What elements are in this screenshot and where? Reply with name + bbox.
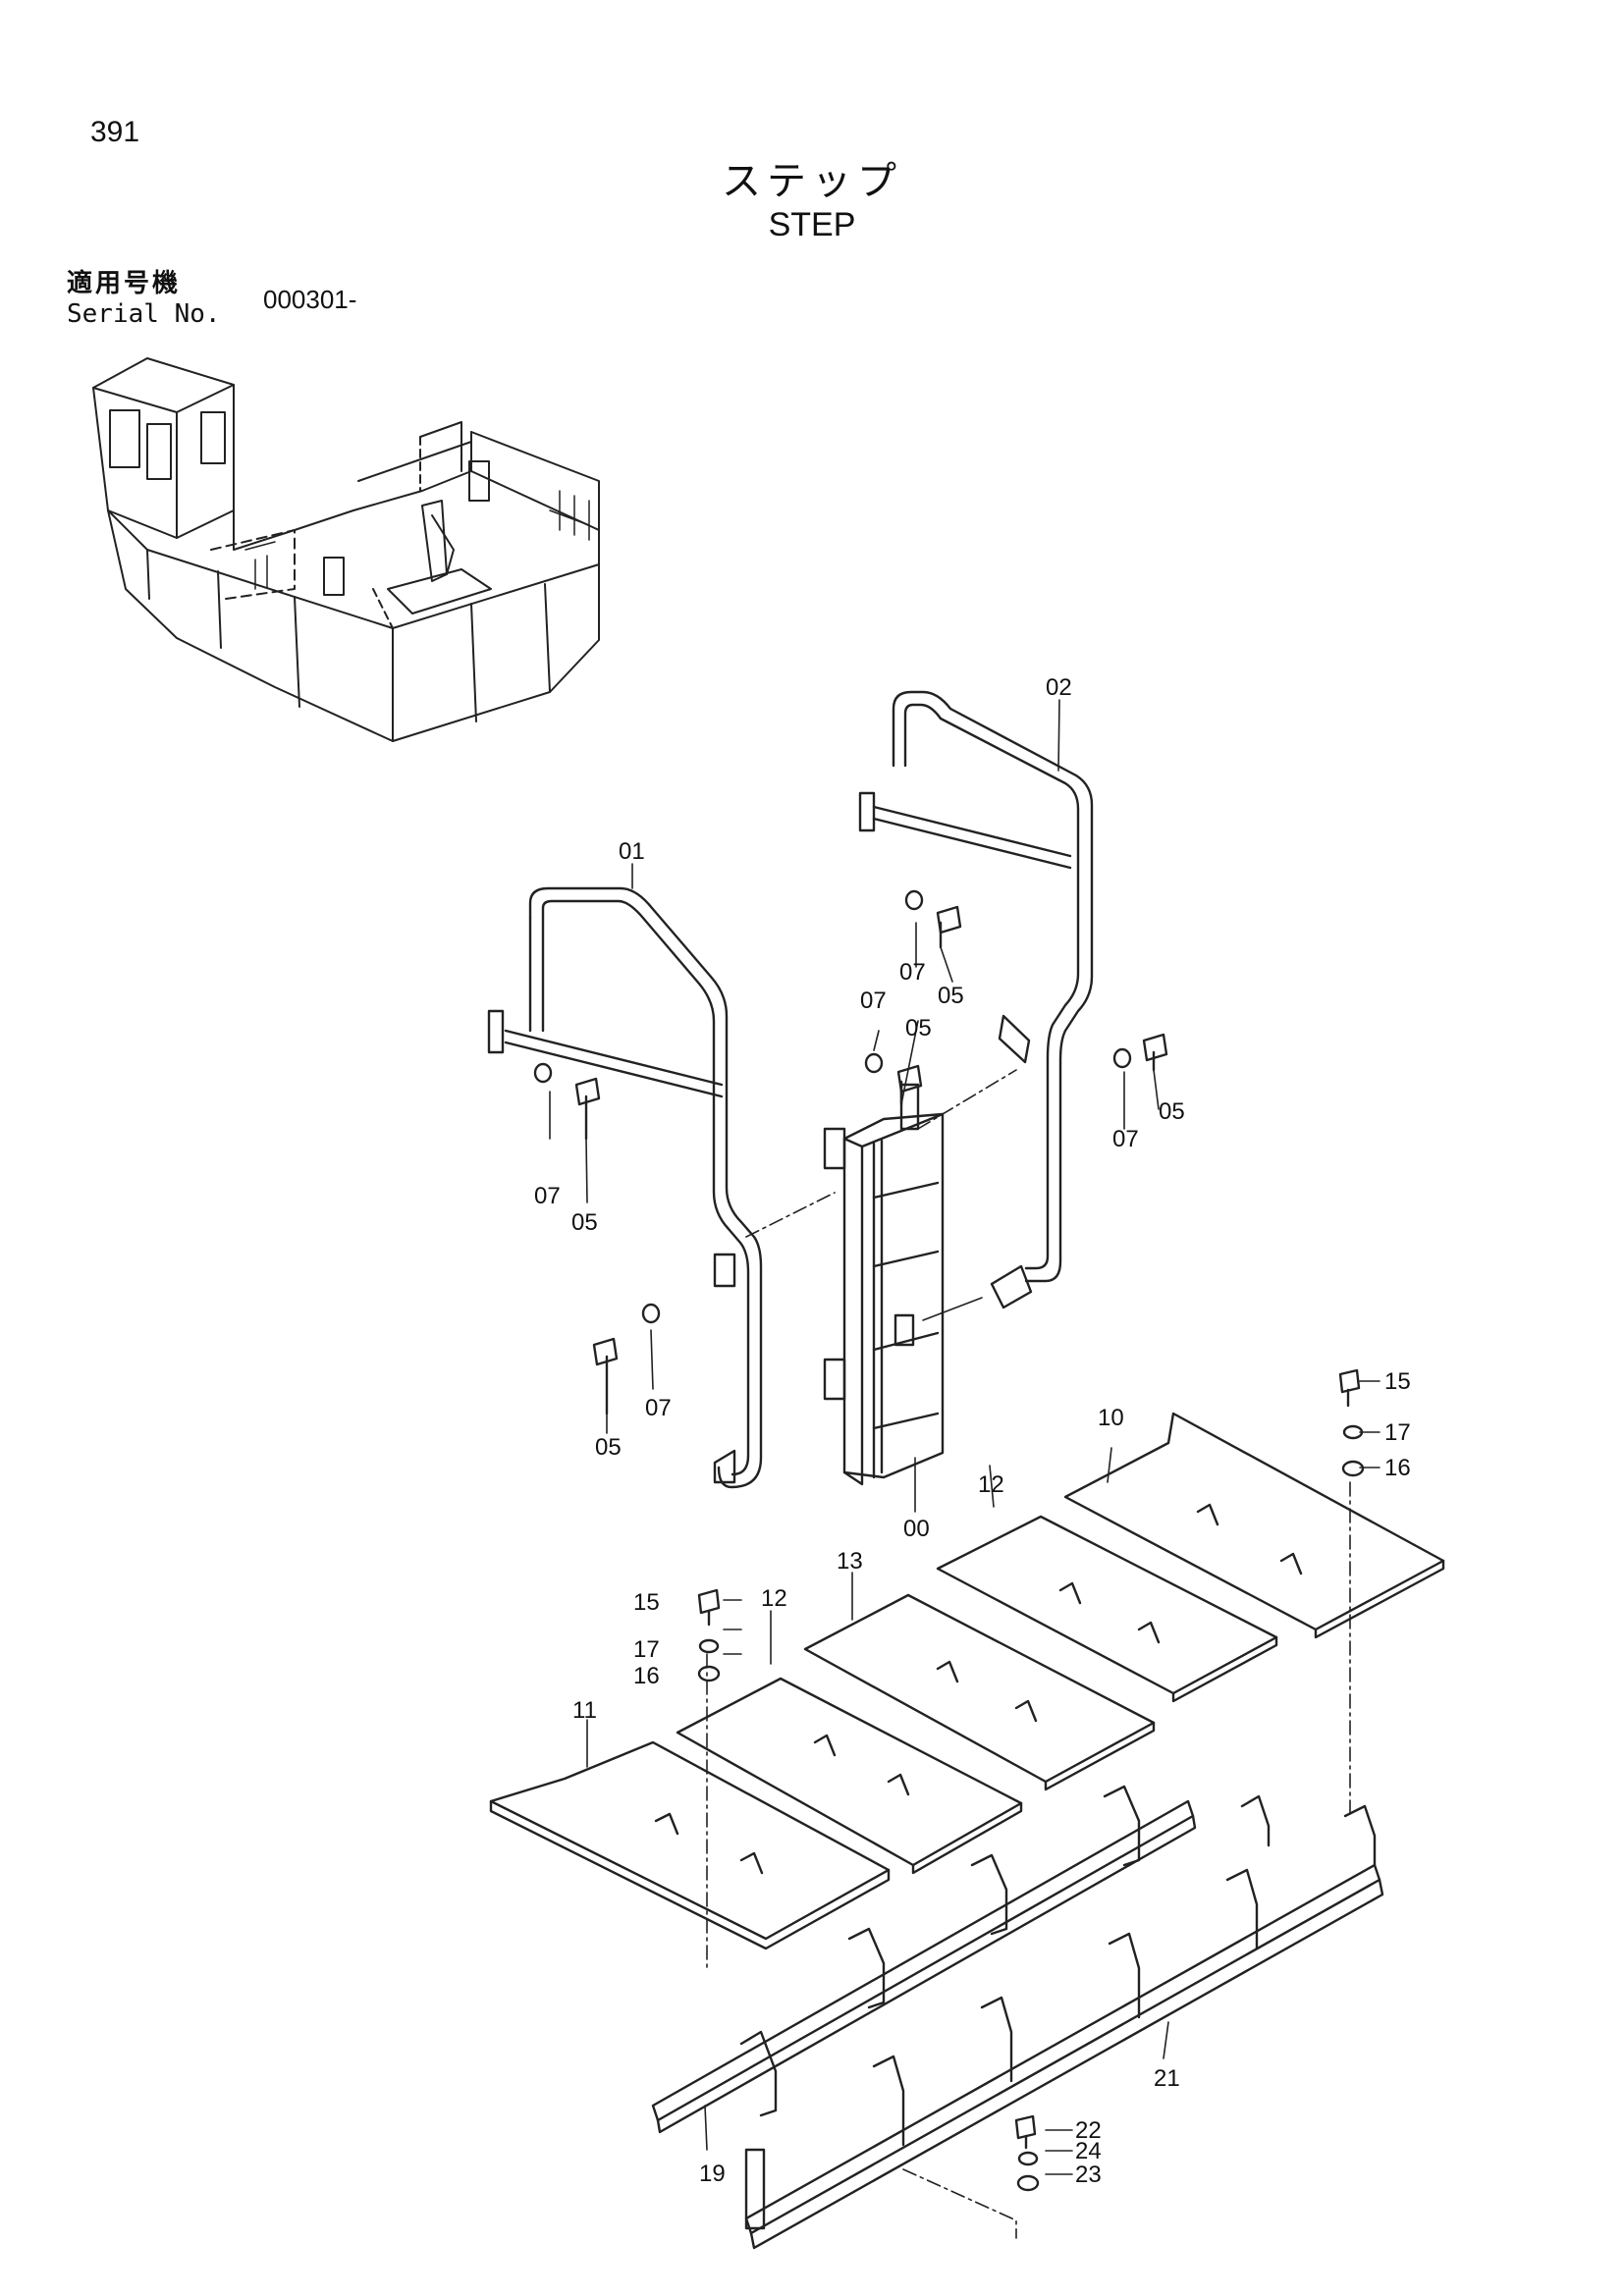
- label-part-05: 05: [571, 1209, 598, 1236]
- serial-number-value: 000301-: [263, 285, 357, 314]
- fasteners-upper: [533, 889, 1168, 1415]
- serial-label-english: Serial No.: [67, 299, 221, 329]
- label-part-13: 13: [837, 1548, 863, 1575]
- label-part-16: 16: [633, 1663, 660, 1689]
- label-part-07: 07: [645, 1395, 672, 1421]
- label-part-07: 07: [1112, 1126, 1139, 1152]
- label-part-24: 24: [1075, 2138, 1102, 2164]
- leader-lines: [549, 699, 1380, 2239]
- label-part-15: 15: [1384, 1368, 1411, 1395]
- label-part-11: 11: [572, 1697, 597, 1724]
- label-part-19: 19: [699, 2161, 726, 2187]
- deck-plates: [489, 1412, 1445, 1950]
- label-part-12: 12: [761, 1585, 787, 1612]
- label-part-05: 05: [595, 1434, 622, 1461]
- label-part-10: 10: [1098, 1405, 1124, 1431]
- page-title-english: STEP: [768, 206, 856, 243]
- label-part-21: 21: [1154, 2065, 1180, 2092]
- machine-overview-illustration: [92, 357, 600, 742]
- label-part-22: 22: [1075, 2117, 1102, 2144]
- label-part-07: 07: [860, 988, 887, 1014]
- label-part-15: 15: [633, 1589, 660, 1616]
- label-part-05: 05: [938, 983, 964, 1009]
- label-part-02: 02: [1046, 674, 1072, 701]
- handrail-left: [487, 886, 763, 1489]
- handrail-right: [858, 690, 1094, 1309]
- label-part-07: 07: [534, 1183, 561, 1209]
- fasteners-deck: [697, 1368, 1365, 2192]
- label-part-17: 17: [1384, 1419, 1411, 1446]
- part-labels: 00 01 02 05 05 05 05 05 07 07 07 07 07 1…: [534, 674, 1411, 2188]
- frame-rails: [651, 1785, 1384, 2250]
- label-part-17: 17: [633, 1636, 660, 1663]
- label-part-05: 05: [1159, 1098, 1185, 1125]
- serial-label-japanese: 適用号機: [67, 269, 182, 298]
- label-part-05: 05: [905, 1015, 932, 1041]
- page-number: 391: [90, 116, 140, 148]
- label-part-01: 01: [619, 838, 645, 865]
- page-title-japanese: ステップ: [722, 159, 902, 204]
- label-part-23: 23: [1075, 2162, 1102, 2188]
- label-part-07: 07: [899, 959, 926, 986]
- label-part-16: 16: [1384, 1455, 1411, 1481]
- label-part-00: 00: [903, 1516, 930, 1542]
- step-ladder: [823, 1083, 945, 1486]
- label-part-12: 12: [978, 1471, 1004, 1498]
